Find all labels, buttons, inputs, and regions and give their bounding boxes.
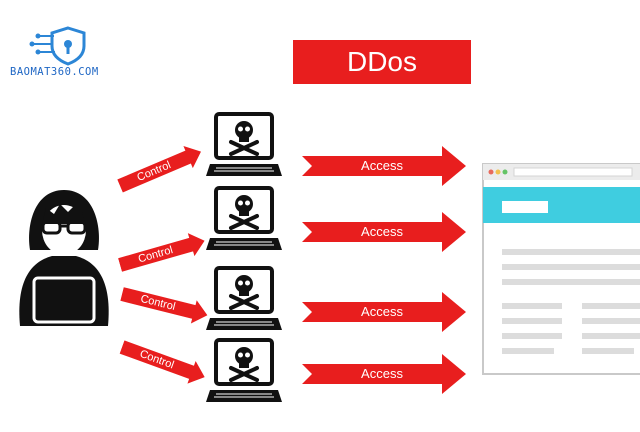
control-label-3: Control — [139, 292, 177, 314]
infected-laptop-2 — [206, 186, 282, 254]
access-arrow-1: Access — [302, 146, 466, 186]
skull-laptop-icon — [206, 338, 282, 402]
control-arrow-4: Control — [118, 336, 209, 389]
shield-lock-icon — [29, 26, 86, 66]
access-label-3: Access — [361, 304, 403, 319]
target-website — [482, 163, 640, 375]
access-label-2: Access — [361, 224, 403, 239]
access-arrow-2: Access — [302, 212, 466, 252]
control-arrow-3: Control — [119, 282, 210, 327]
access-arrow-4: Access — [302, 354, 466, 394]
logo — [8, 24, 108, 84]
logo-text: BAOMAT360.COM — [10, 66, 99, 78]
hacker-figure — [12, 186, 116, 330]
control-label-4: Control — [138, 347, 176, 372]
control-label-1: Control — [135, 159, 173, 184]
skull-laptop-icon — [206, 112, 282, 176]
access-arrow-3: Access — [302, 292, 466, 332]
infected-laptop-1 — [206, 112, 282, 180]
access-label-1: Access — [361, 158, 403, 173]
control-label-2: Control — [136, 244, 175, 266]
infected-laptop-4 — [206, 338, 282, 406]
control-arrow-1: Control — [115, 141, 205, 197]
browser-window-icon — [482, 163, 640, 375]
control-arrow-2: Control — [117, 229, 208, 276]
hacker-icon — [19, 190, 109, 326]
infected-laptop-3 — [206, 266, 282, 334]
skull-laptop-icon — [206, 266, 282, 330]
title: DDos — [346, 46, 417, 77]
access-label-4: Access — [361, 366, 403, 381]
skull-laptop-icon — [206, 186, 282, 250]
title-banner: DDos — [293, 40, 471, 84]
